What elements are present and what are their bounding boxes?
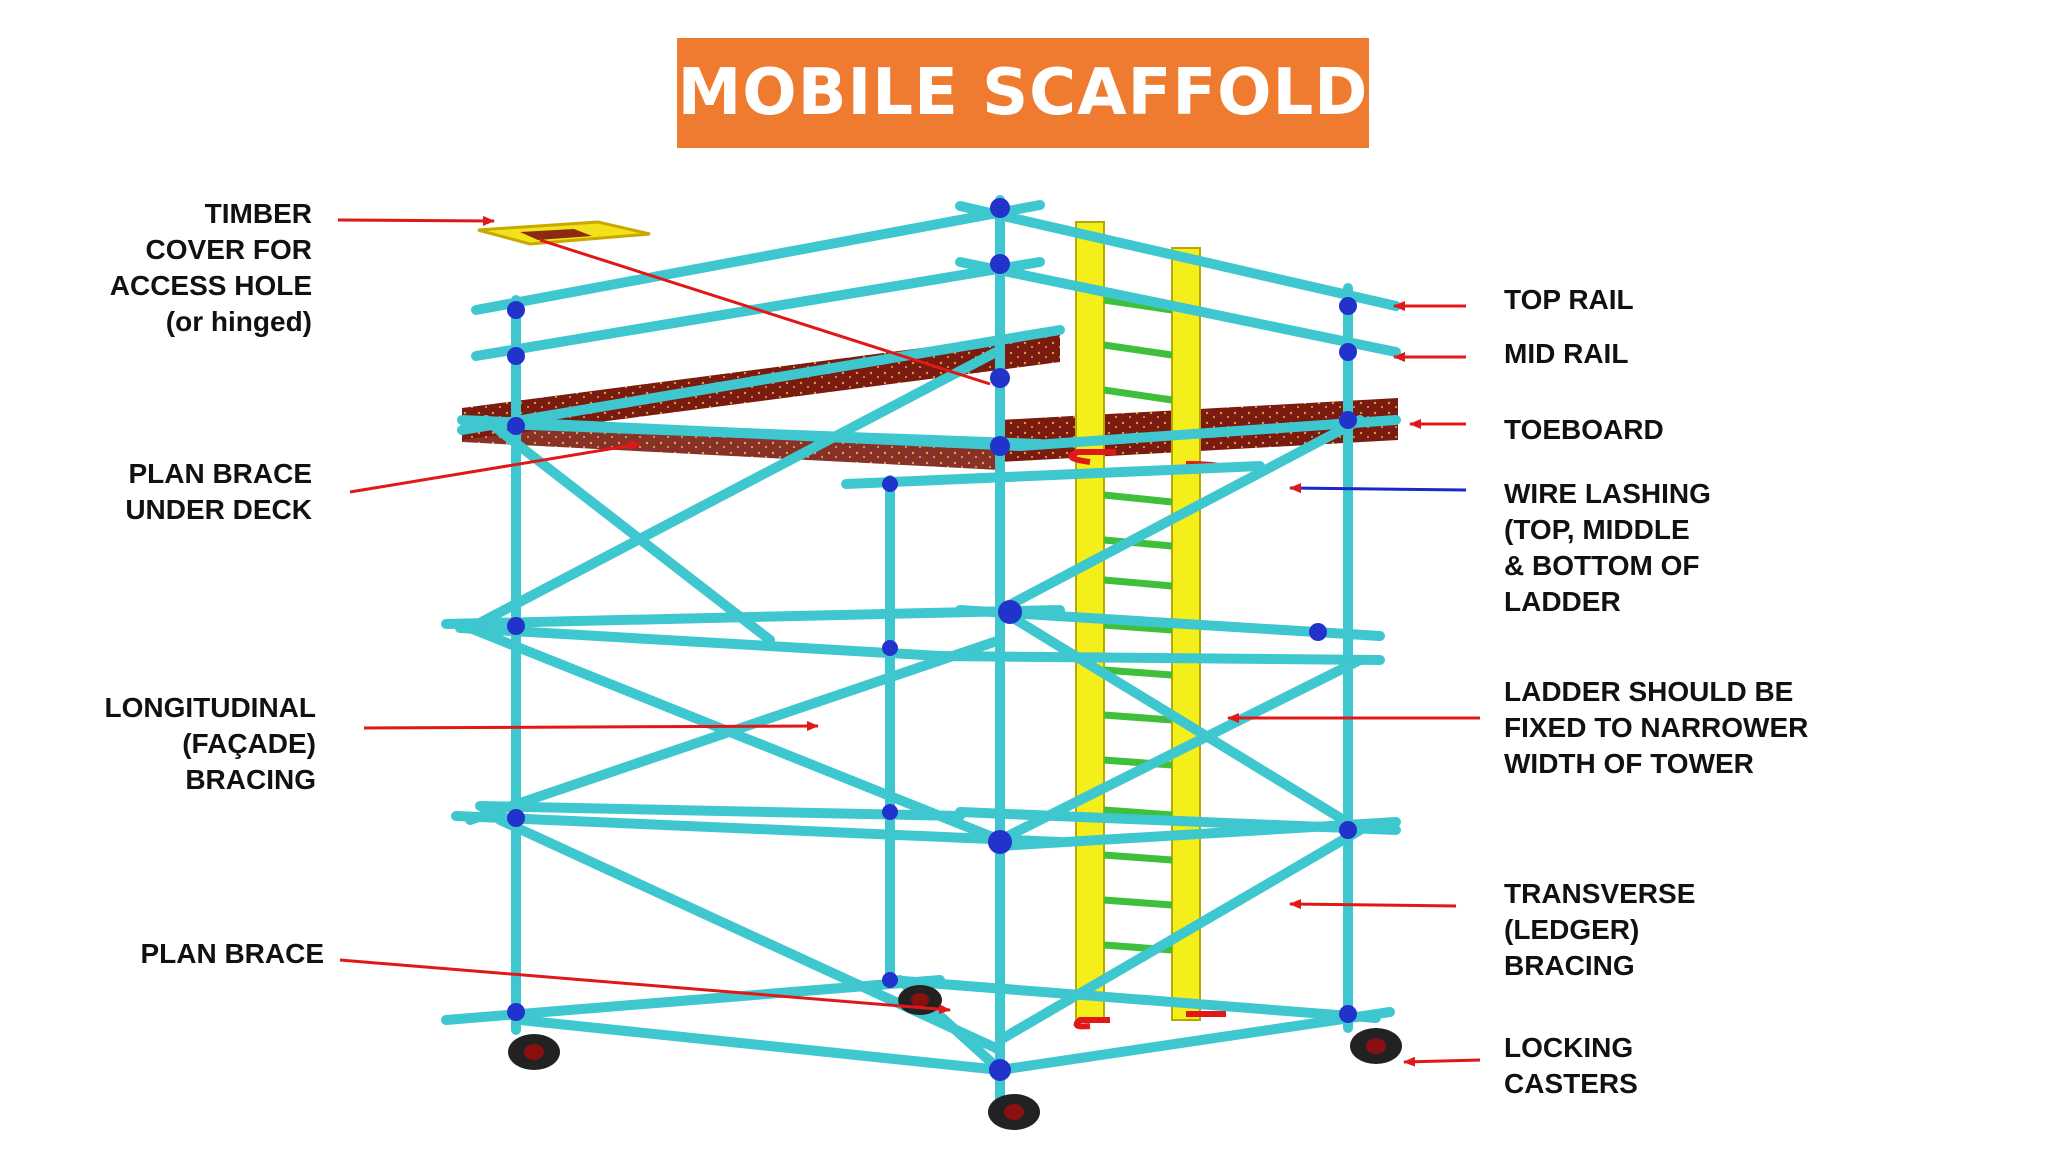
arrow-casters: [1403, 1056, 1481, 1067]
pointer-arrows: [337, 215, 1481, 1067]
label-locking-casters: LOCKING CASTERS: [1504, 1032, 1638, 1099]
timber-cover: [477, 220, 651, 246]
arrow-plan-brace-deck: [349, 440, 641, 494]
arrow-access-hole: [539, 238, 991, 386]
arrow-wire-lashing: [1289, 483, 1467, 494]
title-banner: MOBILE SCAFFOLD: [677, 38, 1369, 148]
arrow-plan-brace: [339, 958, 951, 1015]
label-mid-rail: MID RAIL: [1504, 338, 1629, 369]
label-transverse-bracing: TRANSVERSE (LEDGER) BRACING: [1504, 878, 1696, 981]
label-plan-brace: PLAN BRACE: [140, 938, 324, 969]
locking-casters: [508, 985, 1402, 1130]
page-title: MOBILE SCAFFOLD: [677, 56, 1369, 130]
label-toeboard: TOEBOARD: [1504, 414, 1664, 445]
clamps: [507, 198, 1357, 1081]
scaffold-frame: [441, 195, 1401, 1105]
label-ladder-fixed: LADDER SHOULD BE FIXED TO NARROWER WIDTH…: [1504, 676, 1809, 779]
label-plan-brace-under-deck: PLAN BRACE UNDER DECK: [125, 458, 312, 525]
label-longitudinal-bracing: LONGITUDINAL (FAÇADE) BRACING: [104, 692, 316, 795]
label-timber-cover: TIMBER COVER FOR ACCESS HOLE (or hinged): [109, 198, 312, 337]
label-top-rail: TOP RAIL: [1504, 284, 1634, 315]
arrow-transverse: [1289, 899, 1457, 910]
arrow-longitudinal: [363, 721, 819, 732]
label-wire-lashing: WIRE LASHING (TOP, MIDDLE & BOTTOM OF LA…: [1504, 478, 1711, 617]
arrow-timber-cover: [337, 215, 495, 226]
